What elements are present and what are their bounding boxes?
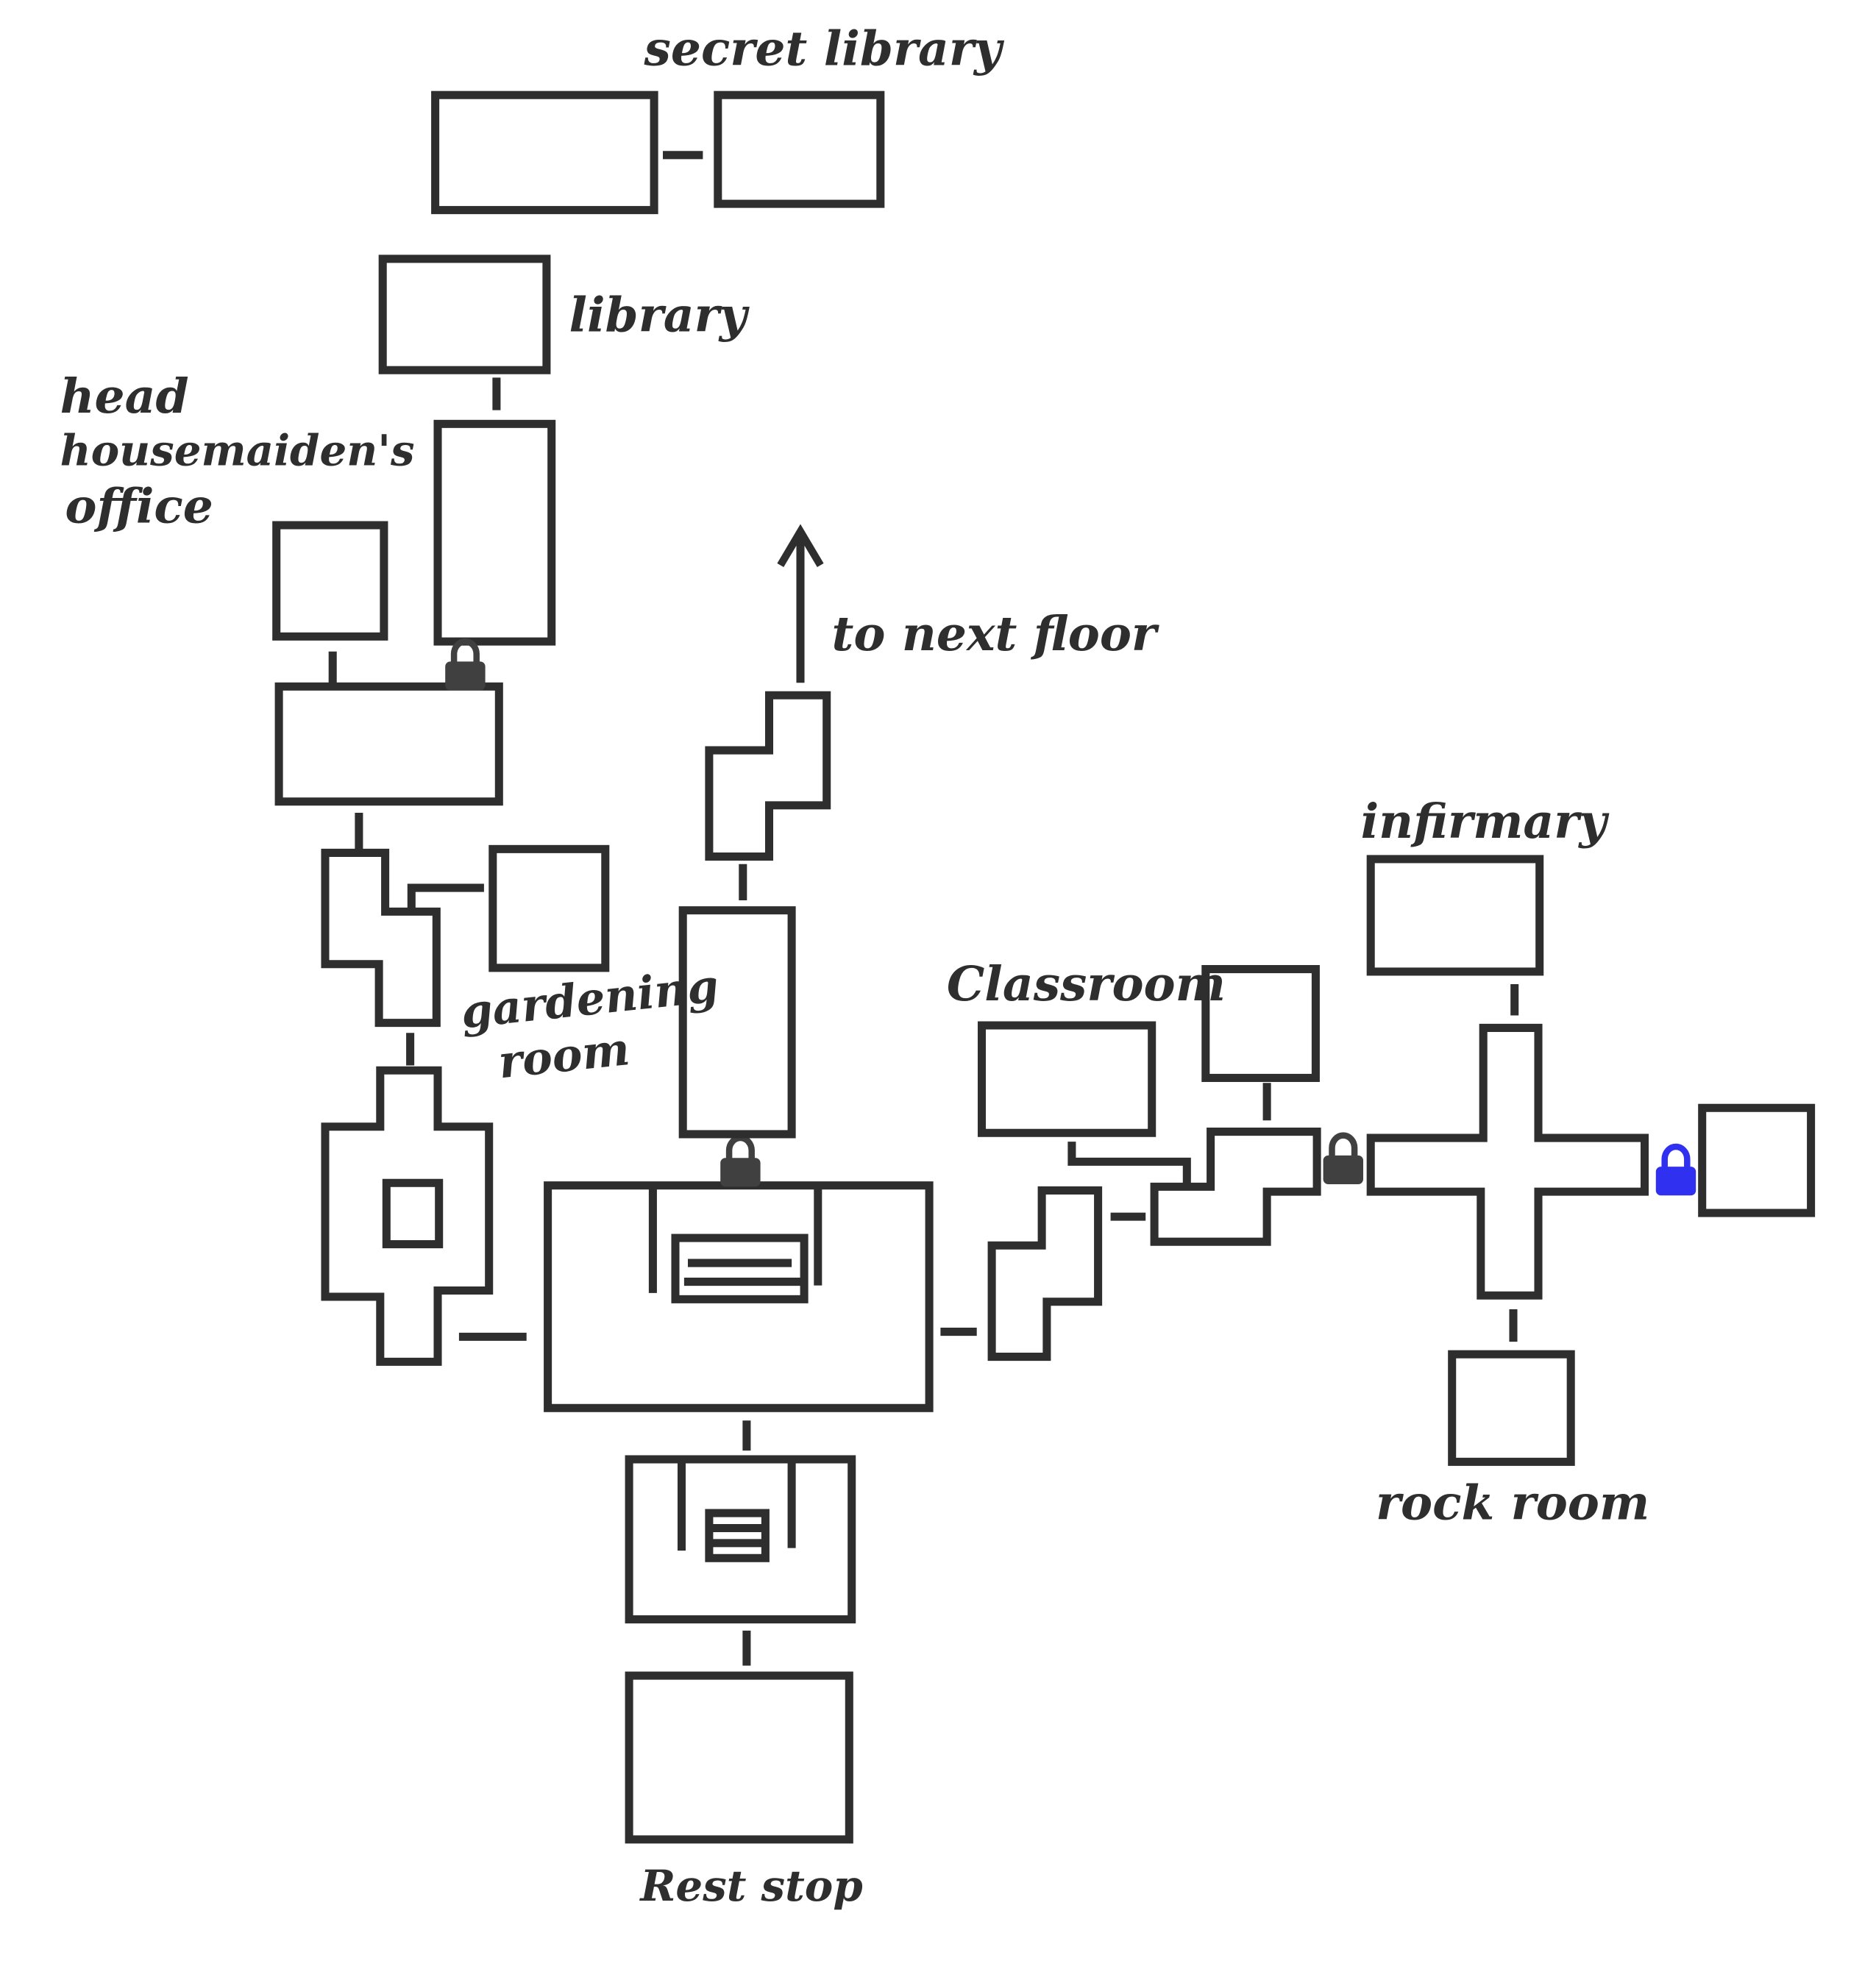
infirmary-room[interactable] [1366, 855, 1544, 976]
gardening-room[interactable] [488, 844, 610, 972]
label-infirmary: infirmary [1361, 794, 1610, 850]
label-to-next-floor: to next floor [832, 606, 1159, 662]
rock-room[interactable] [1448, 1350, 1575, 1466]
west-hall-room[interactable] [274, 682, 503, 806]
label-head-housemaiden-line2: housemaiden's [60, 425, 415, 475]
label-secret-library: secret library [643, 21, 1004, 76]
stairs-icon [705, 1509, 770, 1562]
lock-icon [445, 638, 486, 691]
rest-stop-room[interactable] [625, 1671, 853, 1844]
west-cross-hub-room[interactable] [321, 1066, 494, 1366]
blue-locked-room[interactable] [1698, 1103, 1816, 1217]
east-cross-hub-room[interactable] [1366, 1023, 1649, 1300]
library-room[interactable] [378, 254, 551, 374]
secret-library-east-room[interactable] [714, 90, 885, 208]
secret-library-west-room[interactable] [431, 90, 658, 215]
label-head-housemaiden-line1: head [60, 369, 189, 424]
label-rest-stop: Rest stop [639, 1861, 862, 1911]
east-z-corridor-room[interactable] [987, 1186, 1103, 1361]
library-corridor-room[interactable] [433, 419, 556, 646]
west-z-corridor-room[interactable] [321, 848, 441, 1028]
blue-lock-icon [1655, 1143, 1696, 1196]
label-head-housemaiden-line3: office [65, 479, 213, 535]
label-classroom: Classroom [947, 956, 1226, 1012]
up-arrow-icon[interactable] [777, 524, 824, 683]
head-housemaidens-office-room[interactable] [272, 521, 388, 641]
stair-room[interactable] [625, 1455, 856, 1624]
lock-icon [720, 1134, 761, 1187]
door-classroom [1067, 1142, 1191, 1183]
east-small-room[interactable] [1201, 965, 1320, 1082]
classroom-room[interactable] [977, 1021, 1156, 1137]
north-z-room[interactable] [705, 691, 831, 861]
door-gardening [407, 883, 484, 911]
stairs-icon [671, 1234, 809, 1303]
east-step-room[interactable] [1150, 1128, 1321, 1246]
label-rock-room: rock room [1376, 1476, 1649, 1531]
label-library: library [569, 288, 750, 344]
north-corridor-room[interactable] [678, 906, 796, 1139]
lock-icon [1323, 1132, 1363, 1184]
